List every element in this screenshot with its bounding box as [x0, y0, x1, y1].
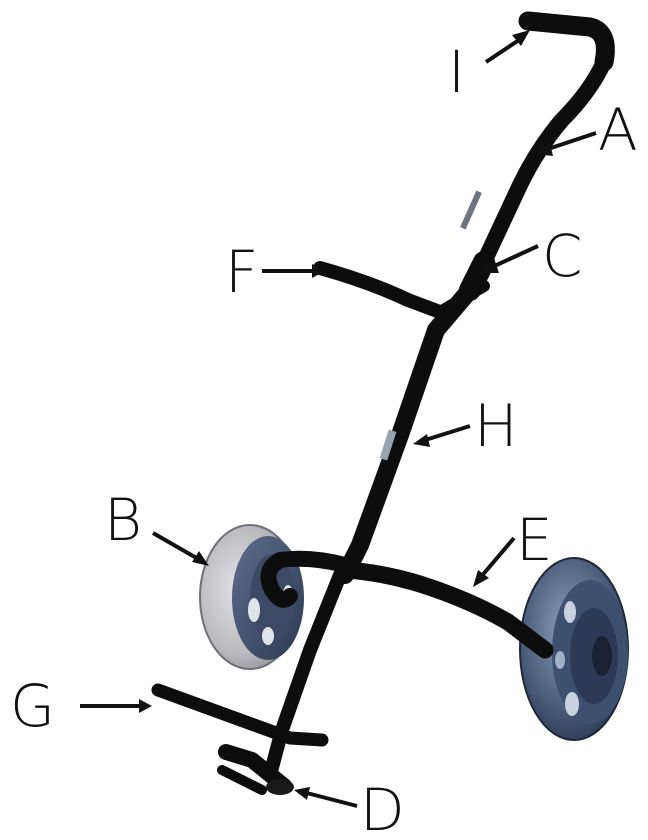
label-f: F [225, 238, 258, 306]
trolley-frame [151, 11, 615, 795]
shaft-decal [379, 429, 397, 461]
label-h: H [474, 392, 518, 460]
label-g: G [10, 672, 55, 740]
label-e: E [516, 506, 553, 574]
label-b: B [104, 486, 142, 554]
right-wheel [519, 557, 629, 741]
label-i: I [448, 38, 465, 106]
label-d: D [360, 776, 405, 840]
label-c: C [542, 222, 583, 290]
label-arrows [80, 30, 597, 808]
handle-decal [460, 190, 482, 230]
label-a: A [598, 96, 638, 164]
foot-wheel [266, 779, 294, 795]
